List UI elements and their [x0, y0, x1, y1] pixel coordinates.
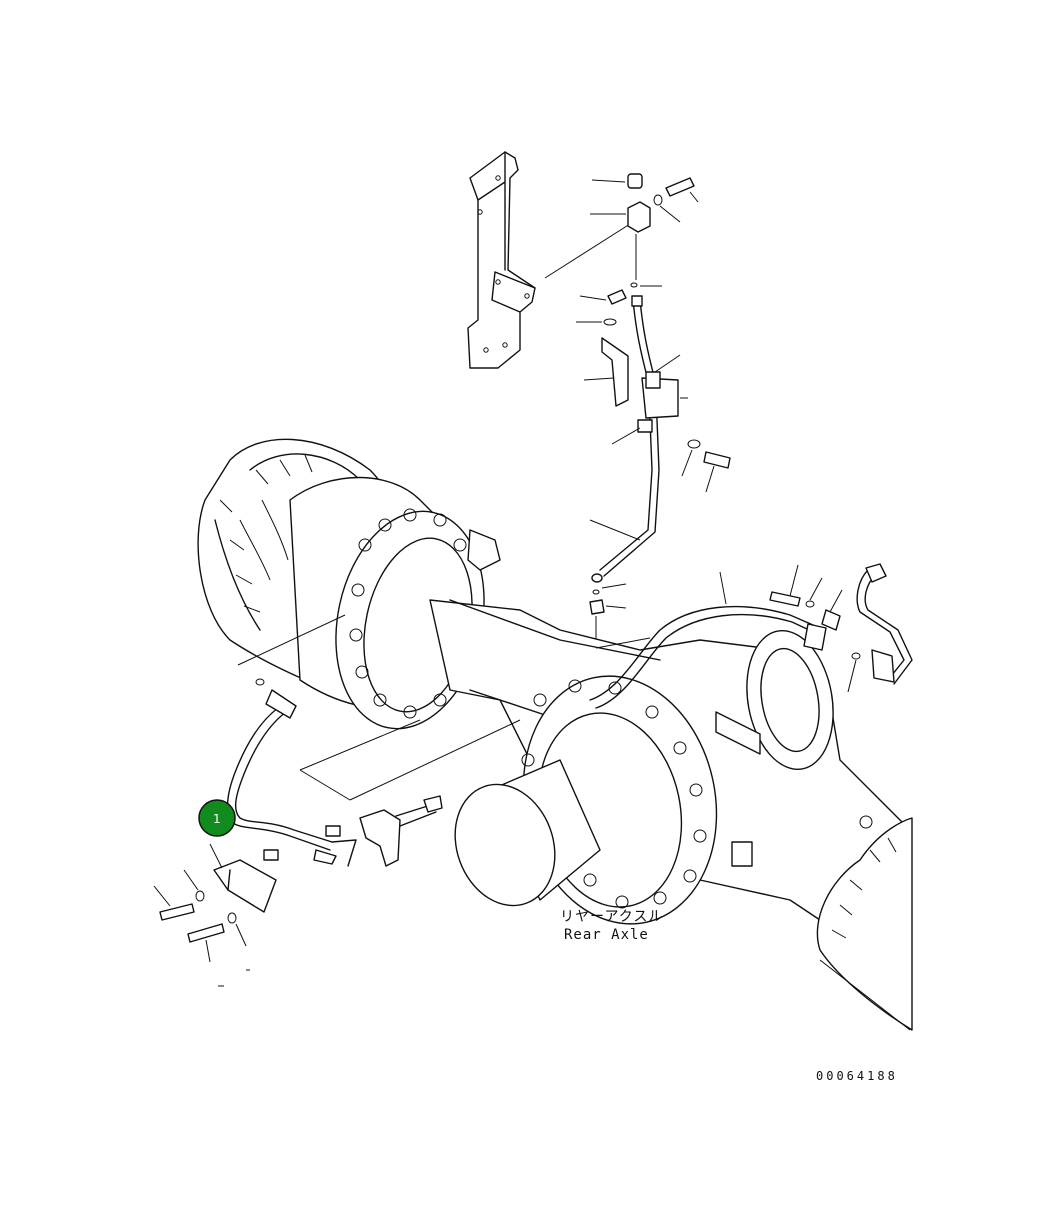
axle-label-en: Rear Axle: [564, 927, 649, 943]
brake-tube: [153, 614, 521, 987]
drawing-code: 00064188: [816, 1069, 898, 1083]
axle-label-jp: リヤーアクスル: [560, 909, 663, 925]
callout-number: 1: [213, 812, 221, 826]
callout-1-badge[interactable]: 1: [198, 799, 236, 837]
right-tube-assembly: [589, 563, 913, 709]
leader-line: [819, 959, 911, 1031]
top-fittings: [576, 173, 699, 326]
breather-tube: [583, 295, 731, 646]
leader-line: [544, 223, 631, 279]
callout-circle[interactable]: [198, 799, 236, 837]
axle-housing: [429, 599, 913, 1031]
left-wheel: [197, 438, 501, 730]
mounting-bracket: [467, 151, 536, 369]
